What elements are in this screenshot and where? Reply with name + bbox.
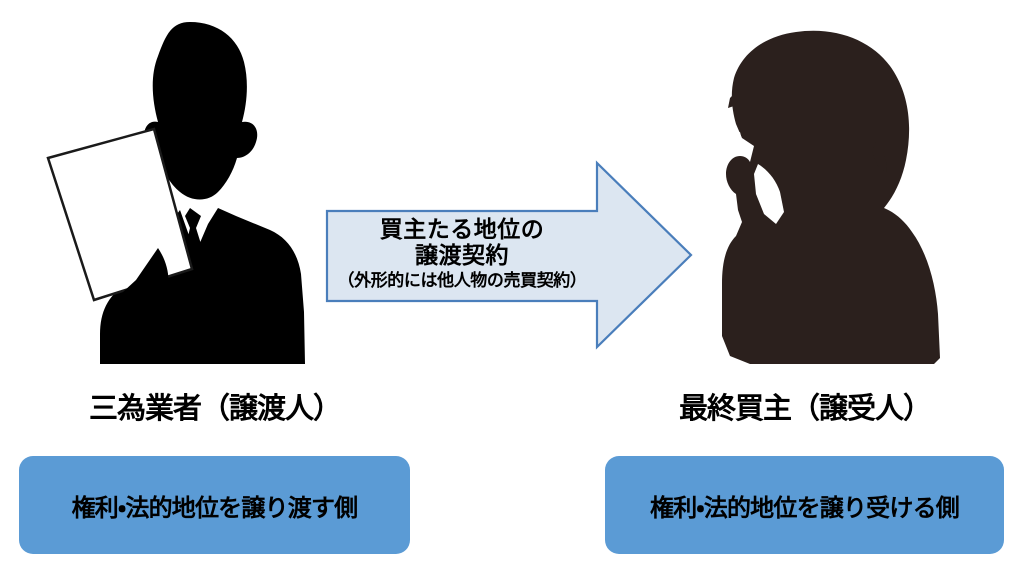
seller-role-box: 権利・法的地位を譲り渡す側 [19, 456, 410, 554]
buyer-role-box-label: 権利・法的地位を譲り受ける側 [650, 494, 960, 522]
seller-role-box-label: 権利・法的地位を譲り渡す側 [71, 494, 359, 522]
buyer-caption: 最終買主（譲受人） [678, 393, 932, 425]
seller-silhouette [40, 12, 305, 374]
buyer-silhouette [680, 14, 942, 374]
right-arrow-icon [325, 160, 693, 350]
seller-caption: 三為業者（譲渡人） [88, 393, 342, 425]
transfer-arrow [320, 155, 698, 355]
buyer-role-box: 権利・法的地位を譲り受ける側 [605, 456, 1004, 554]
thinking-woman-silhouette-icon [722, 30, 940, 364]
